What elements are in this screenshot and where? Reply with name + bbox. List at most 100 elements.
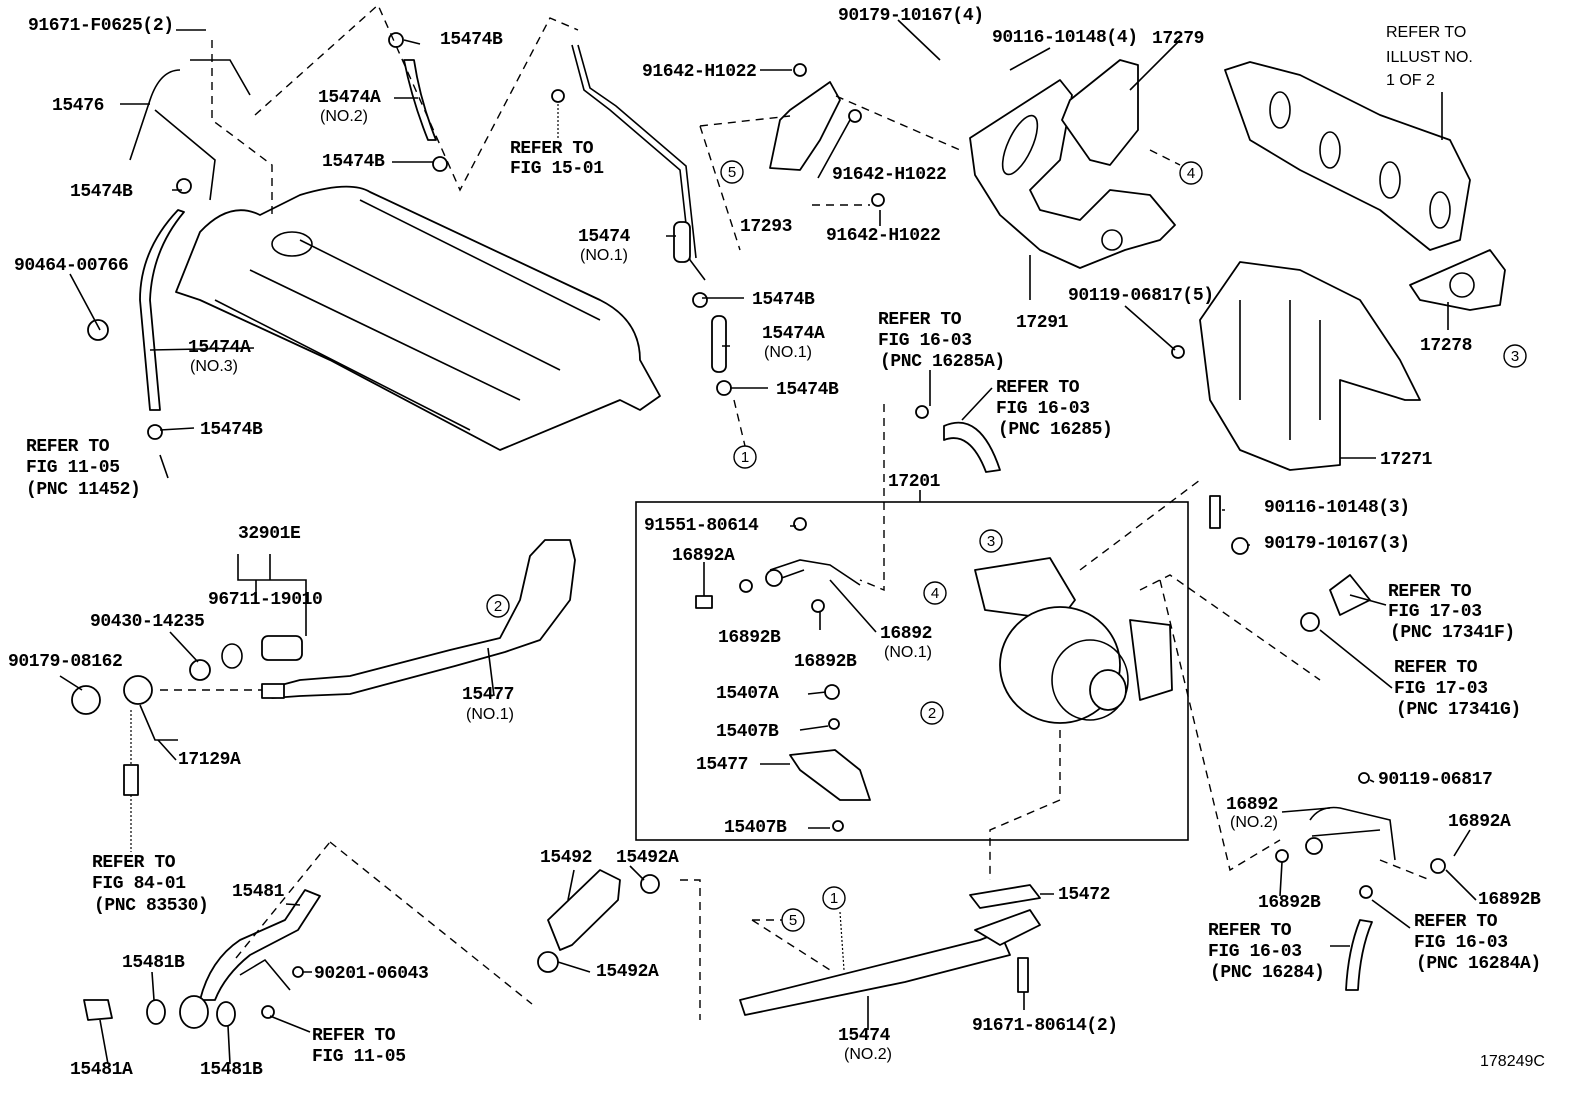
part-label: (PNC 83530): [94, 896, 208, 916]
part-label: 90201-06043: [314, 964, 428, 984]
part-label: FIG 15-01: [510, 159, 604, 179]
callout-circle: [920, 701, 944, 725]
part-label: FIG 16-03: [996, 399, 1090, 419]
part-label: 90179-08162: [8, 652, 122, 672]
part-label: 15481B: [200, 1060, 263, 1080]
part-label: 17291: [1016, 313, 1069, 333]
callout-marker: 2: [486, 594, 510, 618]
part-label: (NO.2): [844, 1046, 892, 1063]
hose-15492: [547, 869, 621, 951]
callout-circle: [1179, 161, 1203, 185]
callout-number: 1: [830, 890, 838, 907]
part-label: 96711-19010: [208, 590, 322, 610]
gasket-17278: [1409, 249, 1506, 311]
part-label: 16892B: [794, 652, 857, 672]
part-label: 16892: [1226, 795, 1278, 815]
callout-circle: [733, 445, 757, 469]
part-label: 15474B: [322, 152, 385, 172]
part-label: (PNC 16285A): [880, 352, 1005, 372]
part-label: REFER TO: [1208, 921, 1292, 941]
part-label: 90179-10167(3): [1264, 534, 1410, 554]
part-label: 15474B: [776, 380, 839, 400]
part-label: 17201: [888, 472, 941, 492]
part-label: REFER TO: [1394, 658, 1478, 678]
part-label: 15492A: [596, 962, 659, 982]
part-label: 16892B: [1258, 893, 1321, 913]
part-label: FIG 17-03: [1394, 679, 1488, 699]
part-label: 15474A: [762, 324, 825, 344]
part-label: 91642-H1022: [826, 226, 940, 246]
callout-marker: 5: [781, 908, 805, 932]
callout-marker: 5: [720, 160, 744, 184]
part-label: 17293: [740, 217, 792, 237]
part-label: (NO.2): [1230, 814, 1278, 831]
part-label: 15407B: [724, 818, 787, 838]
callout-circle: [720, 160, 744, 184]
part-label: FIG 16-03: [1414, 933, 1508, 953]
part-label: (PNC 11452): [26, 480, 140, 500]
cylinder-head-cover: [175, 185, 661, 451]
part-label: (NO.3): [190, 358, 238, 375]
part-label: (NO.2): [320, 108, 368, 125]
callout-number: 4: [1187, 165, 1195, 182]
part-label: (NO.1): [466, 706, 514, 723]
exhaust-manifold-17291: [969, 79, 1176, 269]
part-label: 17129A: [178, 750, 241, 770]
tube-15474-no2: [739, 931, 1011, 1016]
part-label: 90119-06817(5): [1068, 286, 1214, 306]
part-label: 90464-00766: [14, 256, 128, 276]
part-label: REFER TO: [996, 378, 1080, 398]
part-label: 17278: [1420, 336, 1472, 356]
gasket-15472: [969, 884, 1041, 909]
part-label: 15474: [578, 227, 631, 247]
callout-number: 5: [728, 164, 736, 181]
figure-id-label: 178249C: [1480, 1053, 1545, 1070]
part-label: (PNC 17341G): [1396, 700, 1521, 720]
part-label: 15481: [232, 882, 285, 902]
oil-pipe-15477: [789, 749, 871, 801]
hose-15481: [199, 889, 321, 1001]
part-label: 15474B: [70, 182, 133, 202]
part-label: FIG 11-05: [26, 458, 120, 478]
part-label: 15474B: [440, 30, 503, 50]
part-label: 91671-80614(2): [972, 1016, 1118, 1036]
part-label: (PNC 17341F): [1390, 623, 1515, 643]
part-label: 15407A: [716, 684, 779, 704]
part-label: 17271: [1380, 450, 1433, 470]
part-label: FIG 17-03: [1388, 602, 1482, 622]
part-label: 15477: [462, 685, 514, 705]
part-label: 15472: [1058, 885, 1110, 905]
callout-marker: 1: [733, 445, 757, 469]
callout-number: 2: [494, 598, 502, 615]
callout-number: 3: [987, 533, 995, 550]
part-label: 15492A: [616, 848, 679, 868]
part-label: 16892: [880, 624, 932, 644]
part-label: FIG 16-03: [878, 331, 972, 351]
leader-lines: [59, 19, 1477, 1065]
callout-number: 3: [1511, 348, 1519, 365]
part-label: 15407B: [716, 722, 779, 742]
part-label: 16892B: [1478, 890, 1541, 910]
callout-marker: 3: [979, 529, 1003, 553]
callout-marker: 4: [923, 581, 947, 605]
callout-circle: [979, 529, 1003, 553]
part-label: REFER TO: [1386, 24, 1466, 41]
part-label: 91642-H1022: [832, 165, 946, 185]
part-label: FIG 84-01: [92, 874, 186, 894]
part-label: 91551-80614: [644, 516, 759, 536]
part-label: 32901E: [238, 524, 301, 544]
callout-marker: 1: [822, 886, 846, 910]
bracket-15476: [129, 59, 251, 201]
callout-marker: 3: [1503, 344, 1527, 368]
callout-circle: [923, 581, 947, 605]
part-label: 90119-06817: [1378, 770, 1492, 790]
part-label: 90179-10167(4): [838, 6, 984, 26]
part-label: REFER TO: [312, 1026, 396, 1046]
bracket-17293: [769, 81, 841, 171]
callout-number: 2: [928, 705, 936, 722]
part-label: REFER TO: [1388, 582, 1472, 602]
turbocharger-assembly-box: [635, 501, 1189, 841]
reference-callouts: 5 4 3 1 3 4 2 2 5 1: [486, 160, 1527, 932]
